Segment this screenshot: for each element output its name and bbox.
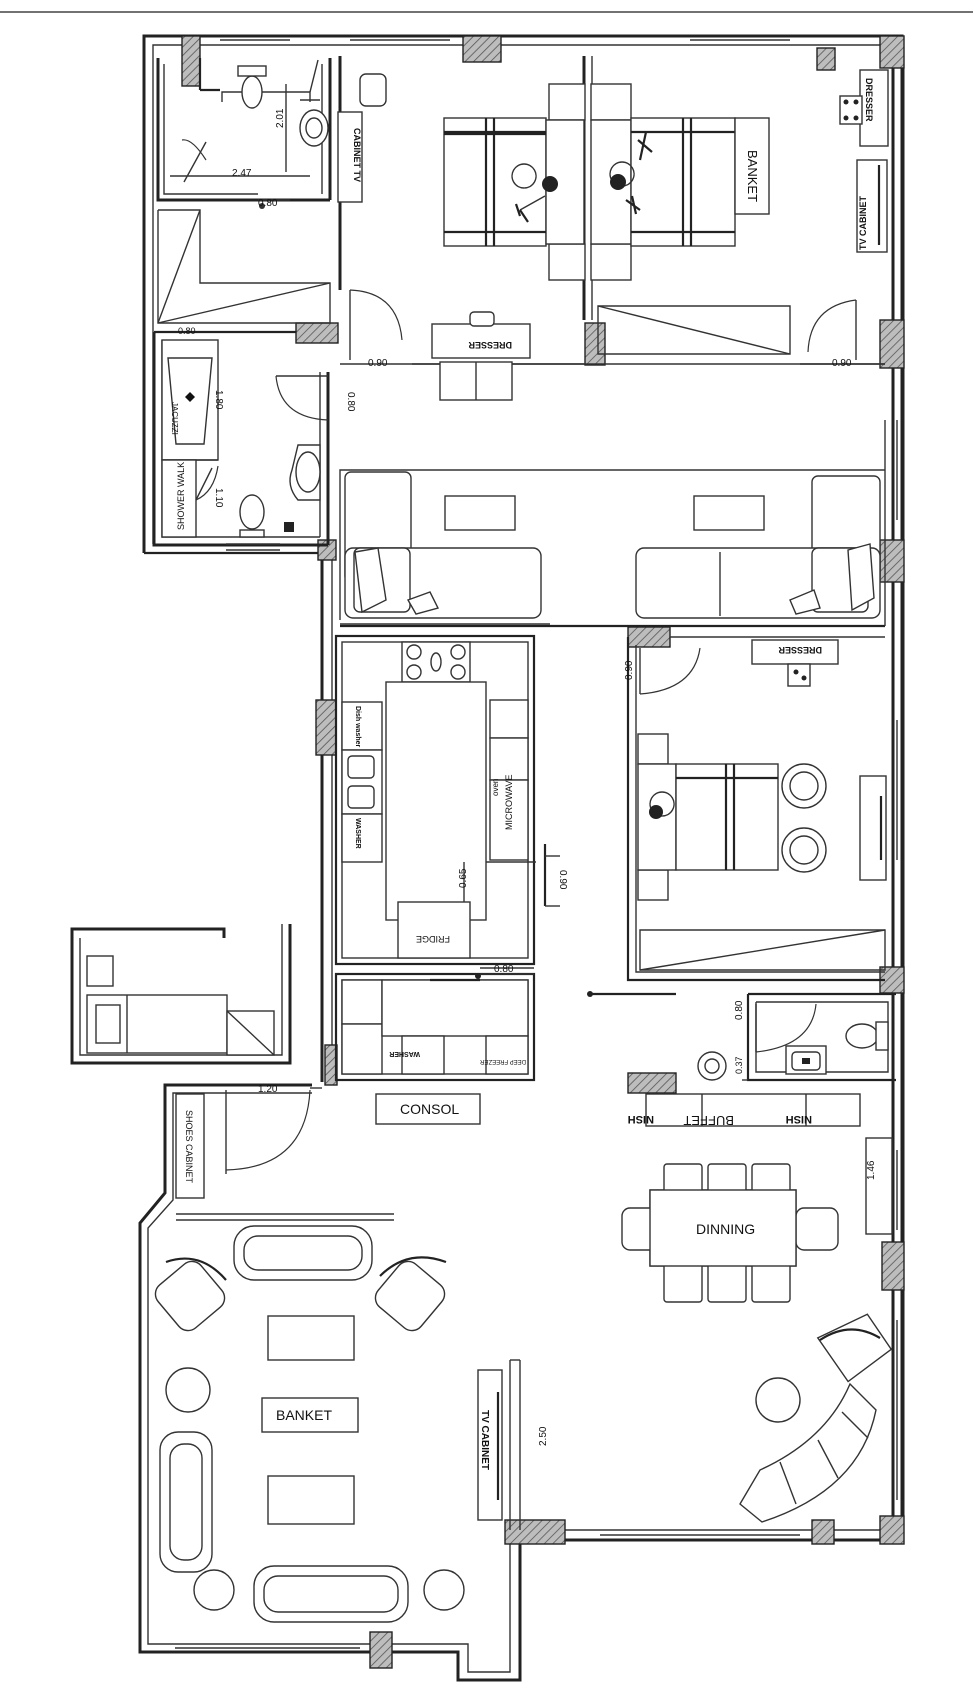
dim-1-80: 1.80 [213, 390, 224, 410]
dim-1-10: 1.10 [213, 488, 224, 508]
living-sofas [339, 420, 886, 628]
label-consol: CONSOL [400, 1101, 459, 1117]
label-dresser-east: DRESSER [778, 645, 822, 655]
label-jacuzzi: JACUZZI [170, 402, 179, 435]
label-shower-walk: SHOWER WALK [176, 462, 186, 530]
dim-1-20: 1.20 [258, 1084, 278, 1095]
label-dresser-center: DRESSER [468, 340, 512, 350]
label-tv-cabinet-ne: TV CABINET [858, 195, 868, 250]
label-dinning: DINNING [696, 1221, 755, 1237]
label-banket-upper: BANKET [745, 150, 760, 202]
label-tv-cabinet-lower: TV CABINET [479, 1410, 490, 1470]
dim-1-46: 1.46 [866, 1160, 877, 1180]
dim-0-80-e: 0.80 [734, 1000, 745, 1020]
label-washer-2: WASHER [389, 1050, 420, 1057]
dim-0-80-a: 0.80 [258, 198, 278, 209]
label-deep-freezer: DEEP FREEZER [479, 1058, 526, 1064]
dim-2-01: 2.01 [275, 108, 286, 128]
entrance [175, 1087, 394, 1221]
label-dish-washer: Dish washer [354, 706, 361, 748]
dim-0-80-d: 0.80 [494, 964, 514, 975]
dim-0-80-c: 0.80 [345, 392, 356, 412]
living-lower-right [477, 1313, 893, 1530]
label-fridge: FRIDGE [416, 934, 450, 944]
label-oven: oven [491, 779, 500, 796]
dim-0-80-b: 0.80 [178, 326, 196, 336]
label-cabinet-tv: CABINET TV [352, 128, 362, 182]
bath-upper-left [156, 58, 332, 209]
bath-east [697, 992, 896, 1082]
outer-walls [138, 34, 905, 1682]
dinning [621, 1137, 893, 1303]
buffet [645, 1093, 861, 1127]
banket-lower [154, 1225, 465, 1623]
dim-2-47: 2.47 [232, 168, 252, 179]
dim-0-90-b: 0.90 [832, 358, 852, 369]
dim-0-90-a: 0.90 [368, 358, 388, 369]
label-shoes-cabinet: SHOES CABINET [184, 1110, 194, 1184]
dim-0-90-c: 0.90 [624, 660, 635, 680]
balcony-left [70, 924, 292, 1065]
label-buffet: BUFFET [683, 1113, 734, 1128]
label-banket-lower: BANKET [276, 1407, 332, 1423]
corridor-wardrobe [157, 209, 331, 324]
dim-0-37: 0.37 [734, 1056, 744, 1074]
bedroom-east [587, 636, 887, 997]
bedroom-upper-right [590, 69, 889, 365]
bedroom-upper [337, 56, 885, 401]
label-washer: WASHER [354, 818, 361, 849]
dim-0-65: 0.65 [458, 868, 469, 888]
columns [181, 35, 905, 1669]
dim-0-90-d: 0.90 [557, 870, 568, 890]
label-nish-right: NISH [786, 1113, 812, 1125]
dim-2-50: 2.50 [538, 1426, 549, 1446]
label-dresser-ne: DRESSER [864, 78, 874, 122]
label-microwave: MICROWAVE [504, 775, 514, 831]
label-nish-left: NISH [628, 1113, 654, 1125]
kitchen [334, 634, 560, 1125]
bath-jacuzzi [152, 330, 330, 551]
